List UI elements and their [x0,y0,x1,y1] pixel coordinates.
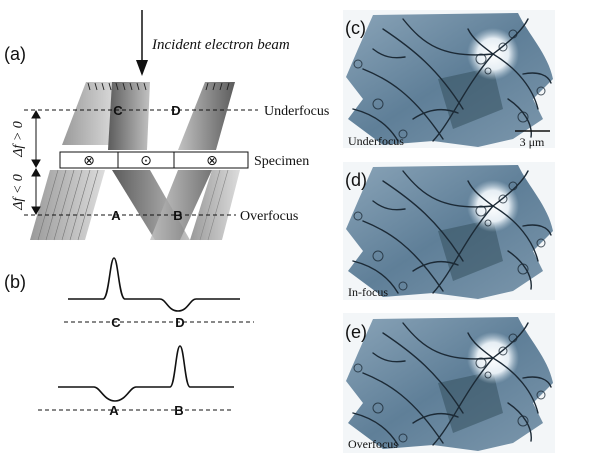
underfocus-label: Underfocus [264,104,329,119]
incident-ray-ticks [87,82,230,91]
profile-point-d-label: D [175,315,184,330]
domain-into-page-symbol-left: ⊗ [83,152,95,168]
underfocus-intensity-profile [68,257,240,312]
beam-left-lower [30,169,105,241]
point-c-label: C [113,103,123,118]
beam-right-upper [178,82,235,150]
panel-label-c: (c) [345,18,366,38]
defocus-negative-label: Δf < 0 [11,174,26,211]
panel-label-a: (a) [4,44,26,64]
incident-beam-arrow-head [136,60,148,76]
specimen-film [59,151,249,169]
profile-point-c-label: C [111,315,121,330]
micrograph-d-label: In-focus [348,285,388,299]
point-a-label: A [111,208,121,223]
micrograph-overfocus [343,313,555,453]
profile-point-b-label: B [174,403,183,418]
beam-right-lower [190,169,240,241]
panel-label-e: (e) [345,322,367,342]
domain-out-of-page-symbol: ⊙ [140,152,152,168]
beam-center-lower [112,170,212,240]
defocus-negative-arrow [31,167,41,216]
specimen-label: Specimen [254,154,309,169]
overfocus-label: Overfocus [240,209,298,224]
micrograph-underfocus [343,10,555,148]
scale-bar-label: 3 μm [520,135,545,149]
point-b-label: B [173,208,182,223]
profile-point-a-label: A [109,403,119,418]
micrograph-in-focus [343,162,555,300]
defocus-positive-label: Δf > 0 [11,121,26,158]
micrograph-c-label: Underfocus [348,134,404,148]
point-d-label: D [171,103,180,118]
domain-into-page-symbol-right: ⊗ [206,152,218,168]
micrograph-e-label: Overfocus [348,437,398,451]
beam-left-upper [62,82,150,150]
incident-beam-label: Incident electron beam [151,37,290,53]
panel-label-d: (d) [345,170,367,190]
overfocus-intensity-profile [58,345,234,402]
defocus-positive-arrow [31,109,41,169]
panel-label-b: (b) [4,272,26,292]
